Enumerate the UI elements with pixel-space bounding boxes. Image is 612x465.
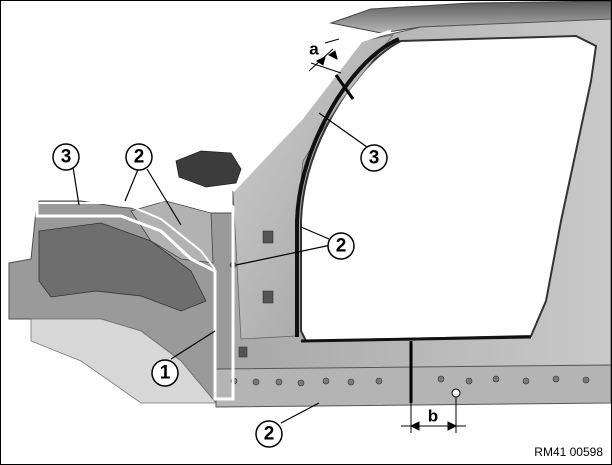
callout-2-bottom: 2	[255, 420, 283, 448]
svg-text:2: 2	[336, 236, 347, 257]
dimension-b-label: b	[428, 407, 438, 426]
svg-text:3: 3	[369, 148, 380, 169]
callout-2-top: 2	[125, 143, 153, 171]
weld-line-front-outline	[39, 202, 216, 270]
svg-text:3: 3	[61, 147, 72, 168]
rocker-sill	[215, 364, 611, 408]
weld-line-a-pillar	[231, 29, 392, 193]
svg-text:2: 2	[134, 147, 145, 168]
figure-reference-id: RM41 00598	[534, 445, 603, 459]
roof-panel	[329, 1, 611, 34]
dimension-a	[308, 38, 342, 74]
door-seal-bottom	[300, 335, 532, 343]
callout-1: 1	[151, 359, 179, 387]
callout-2-middle: 2	[327, 232, 355, 260]
dimension-a-label: a	[309, 40, 319, 59]
svg-text:2: 2	[264, 424, 275, 445]
door-seal	[295, 37, 400, 337]
callout-3-left: 3	[52, 143, 80, 171]
dimension-b	[401, 393, 466, 433]
leader-lines	[72, 112, 368, 424]
svg-text:1: 1	[160, 363, 171, 384]
callout-3-right: 3	[360, 144, 388, 172]
cut-line-a	[334, 74, 355, 100]
engine-bay-detail	[38, 222, 207, 312]
cowl-dark	[175, 150, 242, 188]
weld-line-front	[35, 189, 235, 401]
